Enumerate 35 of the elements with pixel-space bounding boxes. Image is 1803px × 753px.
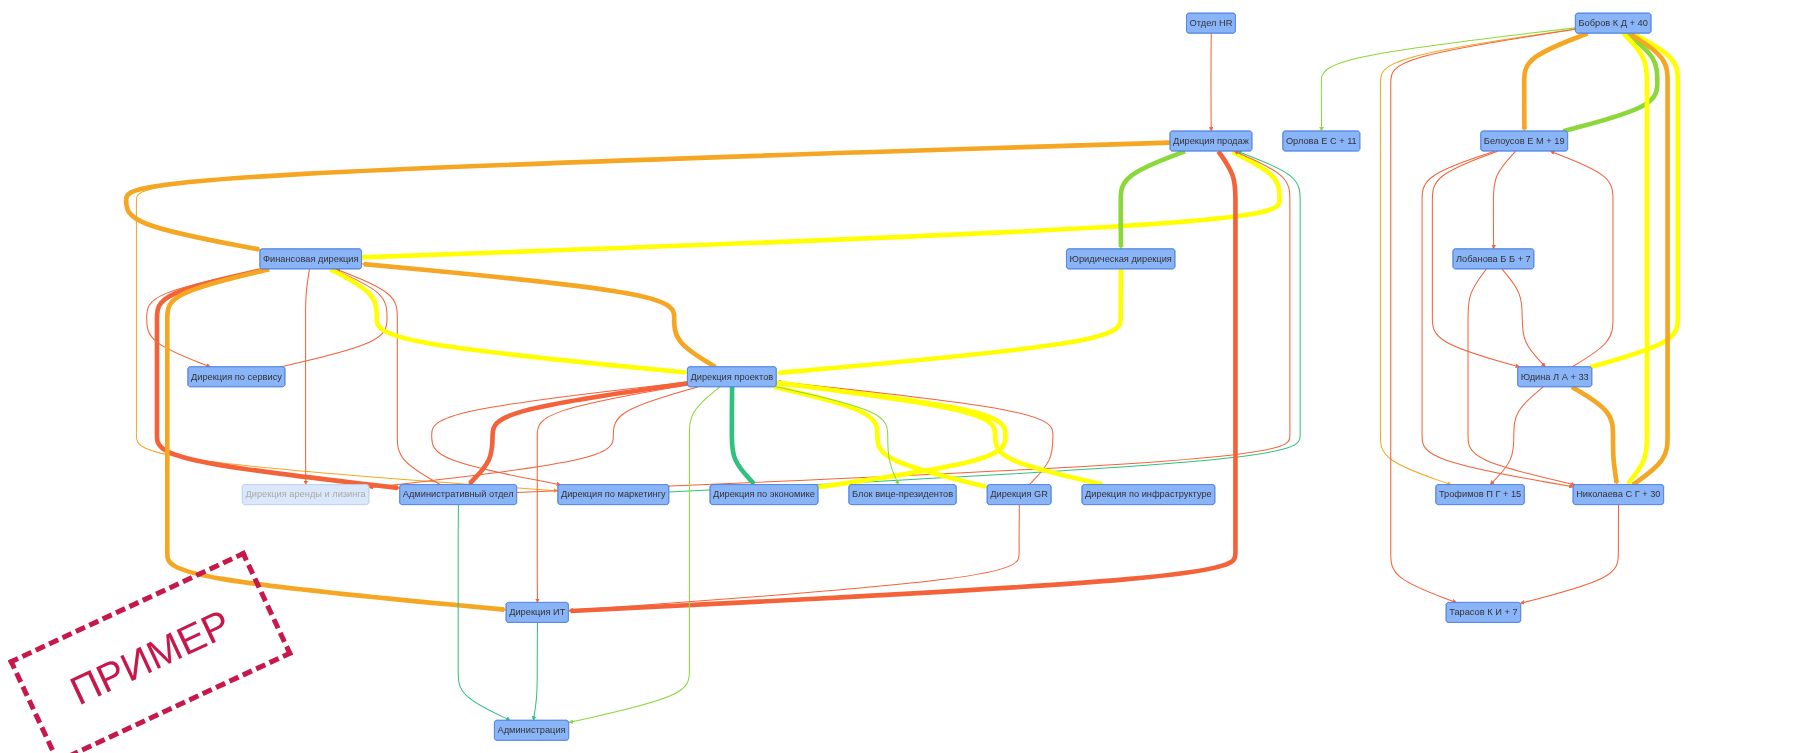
arrow <box>775 268 1123 375</box>
arrow <box>1549 150 1613 368</box>
arrow <box>361 149 1282 260</box>
arrow <box>467 380 688 485</box>
arrow <box>775 380 1104 487</box>
arrow <box>531 622 538 721</box>
arrow <box>1489 386 1544 485</box>
arrow <box>1562 32 1660 134</box>
arrow <box>1318 27 1576 132</box>
arrow <box>1589 32 1680 370</box>
arrow <box>335 268 441 486</box>
arrow <box>164 266 506 612</box>
arrow <box>1490 150 1516 250</box>
arrow <box>1519 504 1619 605</box>
arrow <box>1421 150 1574 489</box>
arrow <box>775 379 1053 486</box>
arrow <box>567 149 1238 614</box>
arrow <box>368 386 698 490</box>
arrow <box>1621 31 1649 485</box>
arrow <box>123 140 1170 252</box>
arrow <box>729 386 755 485</box>
arrow <box>430 381 688 487</box>
arrow <box>457 504 511 721</box>
arrow <box>567 504 1020 613</box>
arrow <box>1521 31 1588 132</box>
arrow <box>1208 32 1213 132</box>
arrow <box>568 386 720 724</box>
arrow <box>1501 268 1546 367</box>
arrow <box>154 266 400 490</box>
arrow <box>1467 268 1575 486</box>
arrow <box>1431 150 1520 368</box>
arrow <box>1379 28 1576 486</box>
arrow <box>1389 28 1576 604</box>
arrow <box>774 385 899 485</box>
arrow <box>303 268 310 485</box>
